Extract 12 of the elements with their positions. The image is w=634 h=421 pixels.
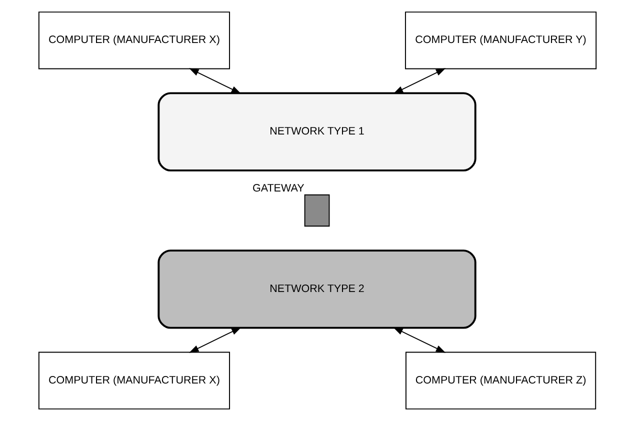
arrow [392,327,446,353]
node-box: NETWORK TYPE 2 [157,250,476,329]
arrow [188,327,241,353]
node-box: COMPUTER (MANUFACTURER Y) [404,12,596,70]
node-box: NETWORK TYPE 1 [157,92,476,172]
node-box: COMPUTER (MANUFACTURER Z) [404,352,596,410]
arrow [392,68,446,94]
node-label: GATEWAY [252,182,304,195]
node-box: COMPUTER (MANUFACTURER X) [38,12,230,70]
node-box [304,194,330,227]
node-box: COMPUTER (MANUFACTURER X) [38,352,230,410]
arrow [188,68,241,94]
